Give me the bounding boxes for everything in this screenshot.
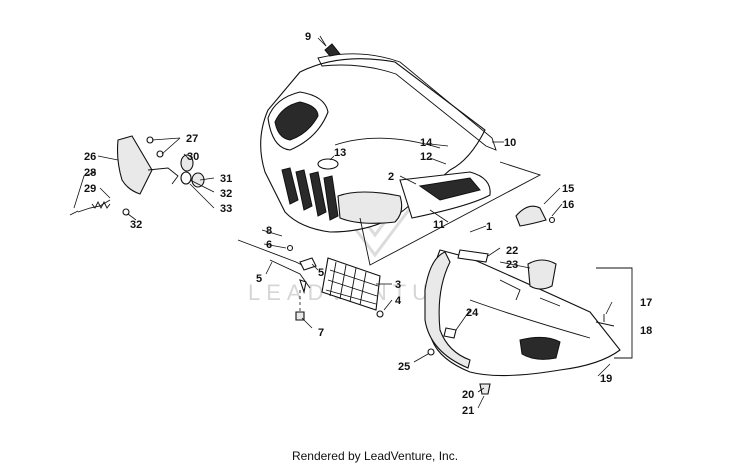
leader-lines [73, 35, 613, 409]
storage-tub [424, 249, 621, 395]
callout-11: 11 [433, 219, 445, 231]
screw-16 [548, 216, 556, 224]
callout-20: 20 [462, 389, 474, 401]
grommet-30 [180, 154, 194, 172]
clip-part-9 [317, 37, 341, 57]
tub-rib [499, 279, 521, 301]
screw-27b [156, 150, 164, 158]
hood-latch-15 [515, 205, 556, 227]
callout-18: 18 [640, 325, 652, 337]
callout-8: 8 [266, 225, 272, 237]
latch-bracket-5 [299, 257, 317, 271]
callout-12: 12 [420, 151, 432, 163]
hood-assembly [260, 53, 542, 266]
headlight-bracket [147, 167, 179, 185]
callout-29: 29 [84, 183, 96, 195]
latch-22 [457, 249, 489, 263]
callout-25: 25 [398, 361, 410, 373]
callout-31: 31 [220, 173, 232, 185]
callout-16: 16 [562, 199, 574, 211]
tub-wall [424, 251, 471, 369]
clip-24 [443, 327, 457, 339]
headlight-housing [116, 135, 153, 195]
nut-31 [191, 172, 205, 188]
callout-bracket-17-18 [596, 267, 633, 359]
tub-recess [519, 336, 561, 360]
callout-13: 13 [334, 147, 346, 159]
headlight-group [69, 135, 205, 216]
callout-10: 10 [504, 137, 516, 149]
hood-decal [418, 177, 481, 201]
callout-24: 24 [466, 307, 479, 319]
tub-floor-line [469, 299, 591, 339]
callout-27: 27 [186, 133, 198, 145]
tub-rib-2 [539, 297, 561, 307]
render-credit: Rendered by LeadVenture, Inc. [291, 449, 459, 463]
callout-32b: 32 [130, 219, 142, 231]
callout-labels: 9 10 14 12 13 2 11 1 15 16 27 26 30 31 3… [84, 31, 652, 417]
hood-grille-vents [281, 167, 339, 221]
callout-9: 9 [305, 31, 311, 43]
spring-coil [91, 200, 111, 210]
callout-14: 14 [420, 137, 433, 149]
nut-32 [122, 208, 130, 216]
callout-2: 2 [388, 171, 394, 183]
callout-19: 19 [600, 373, 612, 385]
washer-32 [180, 171, 192, 185]
callout-1: 1 [486, 221, 492, 233]
hood-badge [317, 158, 339, 170]
rivet-6 [286, 244, 294, 252]
callout-30: 30 [187, 151, 199, 163]
mesh-grid [325, 261, 379, 306]
callout-23: 23 [506, 259, 518, 271]
latch-rod-group [237, 239, 317, 321]
latch-rod [237, 239, 309, 269]
hood-crease [334, 137, 441, 149]
hood-scoop-vent [274, 101, 319, 141]
callout-5a: 5 [256, 273, 262, 285]
adjuster-screw-28 [69, 210, 79, 216]
callout-33: 33 [220, 203, 232, 215]
headlight-lens [337, 191, 403, 224]
callout-15: 15 [562, 183, 574, 195]
hood-trim-strip [317, 53, 497, 151]
callout-7: 7 [318, 327, 324, 339]
latch-arm [269, 259, 311, 289]
latch-handle-23 [527, 259, 557, 290]
callout-28: 28 [84, 167, 96, 179]
mesh-screen [321, 257, 384, 318]
callout-26: 26 [84, 151, 96, 163]
screw-25 [427, 348, 435, 356]
screw-4 [376, 310, 384, 318]
callout-5b: 5 [318, 267, 324, 279]
callout-3: 3 [395, 279, 401, 291]
hood-bracket [359, 161, 542, 266]
fastener-20 [479, 383, 491, 395]
callout-6: 6 [266, 239, 272, 251]
callout-4: 4 [395, 295, 402, 307]
latch-tab [299, 279, 307, 295]
mesh-screen-frame [321, 257, 381, 311]
callout-22: 22 [506, 245, 518, 257]
callout-32a: 32 [220, 188, 232, 200]
callout-21: 21 [462, 405, 474, 417]
callout-17: 17 [640, 297, 652, 309]
tub-rear-lip [595, 321, 615, 327]
